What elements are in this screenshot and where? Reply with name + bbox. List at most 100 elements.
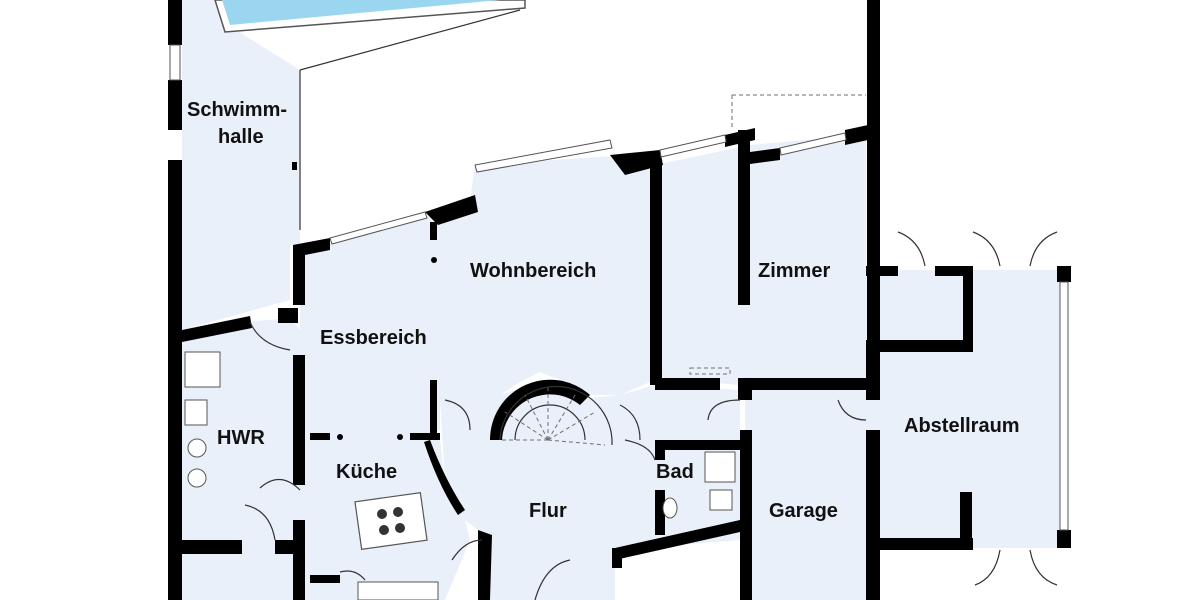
wall-zimmer-top-far [845,125,868,145]
wall-abst-top-b [935,266,973,276]
hob-4 [395,523,405,533]
wall-ess-left-low [293,355,305,485]
hwr-cabinet [184,399,208,426]
hwr-washer [187,438,207,458]
window-abst-right [1059,281,1069,531]
wall-wohn-corner [425,195,478,225]
wall-abst-left [866,340,880,400]
wall-garage-left [740,430,752,600]
hwr-dryer [187,468,207,488]
label-wohnbereich: Wohnbereich [470,260,596,282]
window-wohn-left [329,211,428,245]
floor-garage [745,385,866,600]
wall-abst-bottom-v [960,492,972,550]
hob-2 [393,507,403,517]
hob-3 [379,525,389,535]
wall-bad-left-low [655,490,665,535]
door-abst-top-a [897,231,926,267]
door-zimmer-sliding [689,367,731,375]
label-hwr: HWR [217,427,265,449]
wall-hwr-top [182,316,252,342]
room-labels: Schwimm- halle Wohnbereich Zimmer Essber… [187,99,1020,522]
label-zimmer: Zimmer [758,260,830,282]
wall-bad-bottom [615,520,740,560]
terrace-outline [299,9,866,230]
post-dot-3 [337,434,343,440]
door-bad [624,439,656,461]
stair-steps [500,388,606,446]
hob-1 [377,509,387,519]
wall-ess-top [293,238,330,255]
label-flur: Flur [529,500,567,522]
door-kueche-hwr [259,478,301,491]
wall-zimmer-bottom [655,378,720,390]
wall-flur-bottom-post [612,548,622,568]
wall-kueche-left-low [293,520,305,600]
wall-abst-inner-h [866,340,973,352]
door-abst-top-b [972,231,1001,267]
post-dot-2 [317,434,323,440]
floor-hwr-bottom [182,548,302,600]
wall-kueche-post-b [410,433,440,440]
wall-wohn-right [650,160,662,385]
door-abst-bot-b [1029,549,1058,586]
door-hwr-low [244,504,276,541]
label-abstellraum: Abstellraum [904,415,1020,437]
bad-toilet [662,497,678,519]
wall-abst-top-a [866,266,898,276]
door-flur-lower [451,539,483,561]
floor-wohnbereich [300,155,655,440]
fixtures [184,162,736,600]
door-abst-top-c [1029,231,1058,267]
wall-flur-low-left [478,530,492,600]
kitchen-island [354,491,428,551]
wall-wohn-right-top [610,150,663,175]
stair-wall [489,379,590,440]
window-zimmer-left [659,134,727,158]
floor-zimmer [655,135,866,385]
label-schwimmhalle-2: halle [218,126,264,148]
bad-shower [704,451,736,483]
wall-abst-right-top [1057,266,1071,282]
wall-left-upper [168,0,182,45]
spiral-stair [499,385,613,446]
door-flur-right [619,404,641,441]
door-flur-bottom [534,559,571,600]
stair-outer [499,385,613,446]
wall-kueche-bottom [310,575,340,583]
wall-bad-top [655,440,740,450]
floor-schwimmhalle [182,0,300,330]
doors [244,231,1058,600]
wall-zimmer-bottom-r [738,378,880,390]
label-garage: Garage [769,500,838,522]
window-zimmer-right [779,132,847,156]
wall-zimmer-inner [738,130,750,305]
wall-bad-left [655,440,665,460]
wall-wohn-post [430,222,437,240]
wall-abst-left-low [866,430,880,600]
wall-left-low [168,160,182,600]
door-abst [837,399,867,421]
door-abst-bot-a [974,549,1001,586]
walls [168,0,1071,600]
windows [169,44,1069,531]
door-garage [707,399,741,421]
wall-kueche-curve [424,440,465,515]
label-kueche: Küche [336,461,397,483]
floor-abstellraum [866,270,1065,548]
wall-kueche-vert [430,380,437,440]
wall-pool-right [867,0,880,380]
window-wohn-top [474,139,613,173]
pool-water [222,0,500,25]
post-dot-1 [431,257,437,263]
wall-ess-left [293,245,305,305]
door-kueche-bottom [339,570,366,581]
wall-left-mid [168,80,182,130]
pool [214,0,526,33]
wall-zimmer-bottom-post [738,378,752,400]
wall-abst-bottom [866,538,973,550]
wall-hwr-bottom [182,540,242,554]
stair-inner [514,404,586,441]
wall-zimmer-top-right [750,148,780,164]
